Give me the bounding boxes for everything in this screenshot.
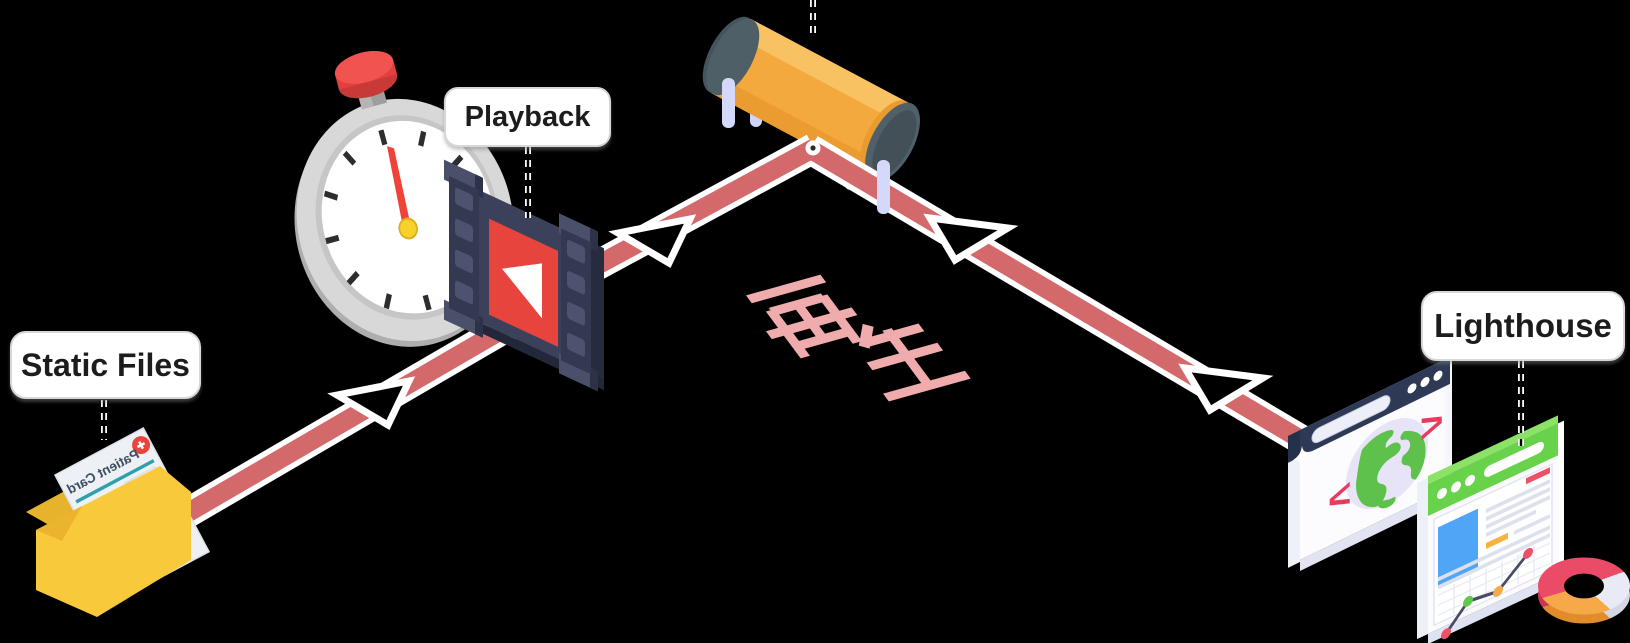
report-orange-line bbox=[1486, 532, 1508, 549]
address-bar bbox=[1311, 395, 1391, 444]
donut-chart-icon bbox=[1538, 540, 1630, 632]
play-triangle-icon bbox=[502, 263, 542, 319]
report-line-chart bbox=[1438, 542, 1550, 640]
chevron-left-icon: < bbox=[1328, 469, 1351, 525]
arrowhead-to-proxy-1 bbox=[923, 213, 1019, 265]
sparkle-icon bbox=[1292, 446, 1312, 467]
report-image-placeholder bbox=[1438, 508, 1478, 590]
report-red-line bbox=[1526, 467, 1550, 485]
static-files-label-text: Static Files bbox=[21, 346, 190, 383]
report-window bbox=[1417, 415, 1564, 643]
folder-front bbox=[36, 466, 191, 617]
browser-globe-window: < > bbox=[1288, 355, 1452, 571]
cylinder-leg bbox=[722, 78, 735, 128]
stopwatch-needle bbox=[387, 146, 414, 237]
window-dots bbox=[1437, 474, 1475, 499]
film-strip-icon bbox=[444, 159, 604, 392]
playback-label-text: Playback bbox=[464, 100, 591, 133]
kanji-char-2 bbox=[858, 323, 971, 402]
window-dots bbox=[1407, 370, 1443, 394]
arrowhead-to-proxy-2 bbox=[1178, 363, 1274, 415]
label-connectors bbox=[101, 0, 1524, 446]
lighthouse-label: Lighthouse bbox=[1421, 291, 1625, 361]
arrowhead-to-playback bbox=[608, 214, 697, 268]
static-files-folder-icon: Patient Card bbox=[26, 427, 211, 617]
junction-dot bbox=[805, 140, 821, 156]
film-sprocket-holes bbox=[455, 187, 585, 357]
playback-label: Playback bbox=[444, 87, 611, 147]
kanji-playback-text: 再生 bbox=[746, 274, 971, 402]
stopwatch-crown bbox=[334, 50, 398, 110]
kanji-char-1 bbox=[746, 274, 863, 359]
chevron-right-icon: > bbox=[1420, 396, 1443, 452]
static-files-label: Static Files bbox=[10, 331, 201, 399]
cylinder-leg bbox=[877, 160, 890, 214]
lighthouse-label-text: Lighthouse bbox=[1434, 307, 1612, 344]
globe-icon bbox=[1346, 417, 1428, 510]
arrowhead-to-static-files bbox=[327, 376, 416, 430]
